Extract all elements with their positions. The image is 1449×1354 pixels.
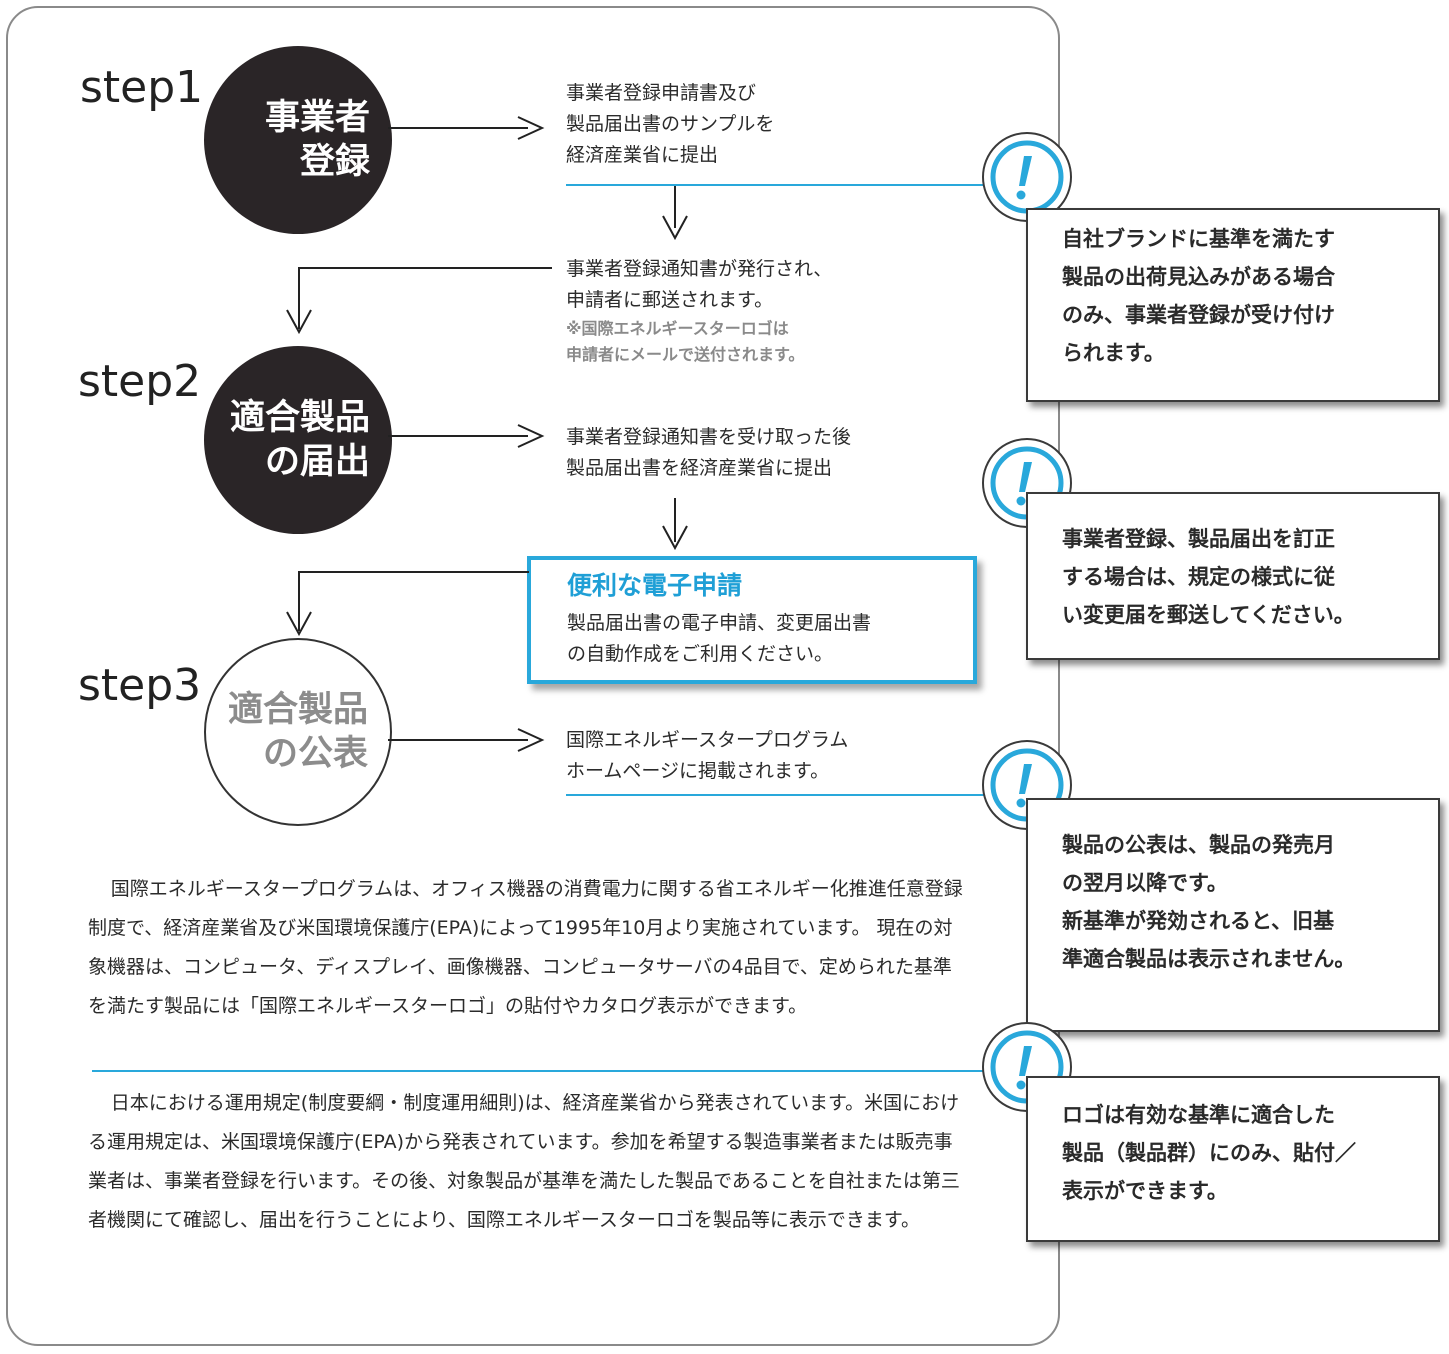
rules-paragraph: 日本における運用規定(制度要綱・制度運用細則)は、経済産業省から発表されています…: [88, 1092, 960, 1231]
callout-correction: 事業者登録、製品届出を訂正 する場合は、規定の様式に従 い変更届を郵送してくださ…: [1026, 492, 1440, 660]
elbow-connector-1: [298, 267, 552, 269]
arrow-right-icon: [517, 116, 545, 140]
callout-logo: ロゴは有効な基準に適合した 製品（製品群）にのみ、貼付／ 表示ができます。: [1026, 1076, 1440, 1242]
e-application-title[interactable]: 便利な電子申請: [567, 571, 743, 600]
intro-paragraph: 国際エネルギースタープログラムは、オフィス機器の消費電力に関する省エネルギー化推…: [88, 878, 963, 1017]
step3-connector: [388, 739, 528, 741]
step1-label: step1: [80, 62, 204, 113]
elbow-connector-1-vertical: [298, 267, 300, 329]
elbow-connector-2: [298, 571, 529, 573]
step3-circle-text: 適合製品 の公表: [227, 690, 368, 774]
content-panel: [6, 6, 1060, 1346]
step3-circle: 適合製品 の公表: [204, 638, 392, 826]
step3-rule: [566, 794, 986, 796]
step1-rule: [566, 184, 986, 186]
arrow-down-icon: [662, 215, 688, 241]
step2-circle: 適合製品 の届出: [204, 346, 392, 534]
callout-publication: 製品の公表は、製品の発売月 の翌月以降です。 新基準が発効されると、旧基 準適合…: [1026, 798, 1440, 1032]
arrow-down-icon: [286, 309, 312, 335]
step3-description: 国際エネルギースタープログラム ホームページに掲載されます。: [566, 729, 849, 782]
step2-circle-text: 適合製品 の届出: [229, 398, 370, 482]
step1-circle: 事業者 登録: [204, 46, 392, 234]
step1-circle-text: 事業者 登録: [264, 98, 370, 182]
arrow-down-icon: [662, 525, 688, 551]
e-application-panel[interactable]: 便利な電子申請 製品届出書の電子申請、変更届出書 の自動作成をご利用ください。: [527, 556, 977, 684]
step3-label: step3: [78, 660, 202, 711]
e-application-body: 製品届出書の電子申請、変更届出書 の自動作成をご利用ください。: [567, 612, 872, 665]
step2-description: 事業者登録通知書を受け取った後 製品届出書を経済産業省に提出: [566, 426, 852, 479]
step1-connector: [388, 127, 528, 129]
paragraph-rule: [92, 1070, 984, 1072]
elbow-connector-2-vertical: [298, 571, 300, 631]
logo-note: ※国際エネルギースターロゴは 申請者にメールで送付されます。: [566, 319, 805, 364]
notification-description: 事業者登録通知書が発行され、 申請者に郵送されます。: [566, 258, 833, 311]
step2-label: step2: [78, 356, 202, 407]
step2-connector: [388, 435, 528, 437]
down-connector-2: [674, 498, 676, 542]
step1-description: 事業者登録申請書及び 製品届出書のサンプルを 経済産業省に提出: [566, 82, 775, 166]
arrow-down-icon: [286, 611, 312, 637]
arrow-right-icon: [517, 728, 545, 752]
down-connector-1: [674, 186, 676, 228]
arrow-right-icon: [517, 424, 545, 448]
callout-registration: 自社ブランドに基準を満たす 製品の出荷見込みがある場合 のみ、事業者登録が受け付…: [1026, 208, 1440, 402]
